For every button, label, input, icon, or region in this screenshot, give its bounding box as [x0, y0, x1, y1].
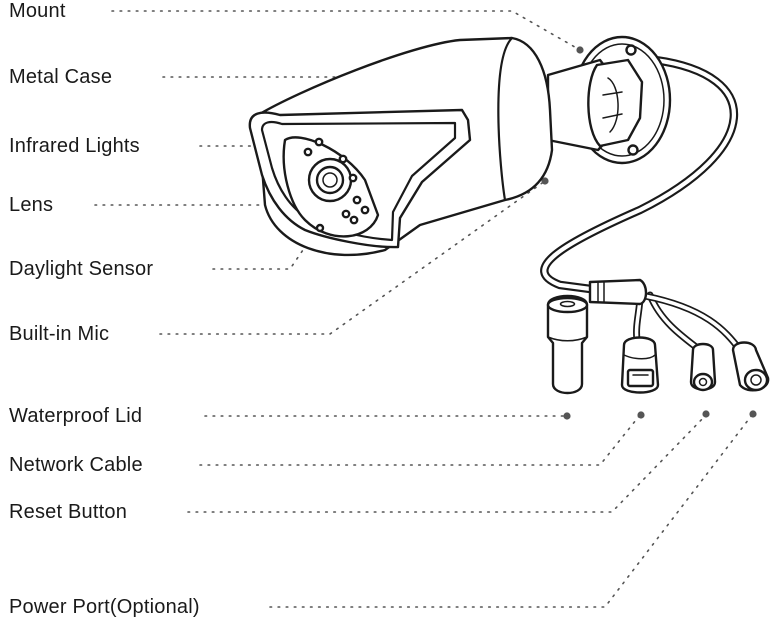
label-infrared-lights: Infrared Lights — [9, 135, 140, 157]
label-power-port: Power Port(Optional) — [9, 596, 200, 618]
waterproof-lid — [546, 294, 589, 395]
label-built-in-mic: Built-in Mic — [9, 323, 110, 345]
label-reset-button: Reset Button — [9, 501, 128, 523]
reset-connector — [689, 342, 717, 392]
power-connector — [731, 341, 770, 392]
dot-mount — [576, 46, 584, 54]
dot-built-in-mic — [541, 177, 549, 185]
label-metal-case: Metal Case — [9, 66, 113, 88]
dot-network-cable — [637, 411, 645, 419]
label-mount: Mount — [9, 0, 66, 22]
leader-daylight-sensor — [212, 227, 319, 270]
label-lens: Lens — [9, 194, 54, 216]
camera-body — [248, 36, 554, 257]
dot-power-port — [749, 410, 757, 418]
leader-built-in-mic — [159, 180, 546, 335]
label-daylight-sensor: Daylight Sensor — [9, 258, 154, 280]
dot-waterproof-lid — [563, 412, 571, 420]
mount — [546, 35, 672, 165]
label-waterproof-lid: Waterproof Lid — [9, 405, 143, 427]
leader-network-cable — [199, 414, 641, 466]
cable-splitter — [588, 278, 744, 354]
label-network-cable: Network Cable — [9, 454, 143, 476]
network-connector — [620, 336, 660, 394]
dot-reset-button — [702, 410, 710, 418]
leader-power-port — [269, 414, 753, 608]
